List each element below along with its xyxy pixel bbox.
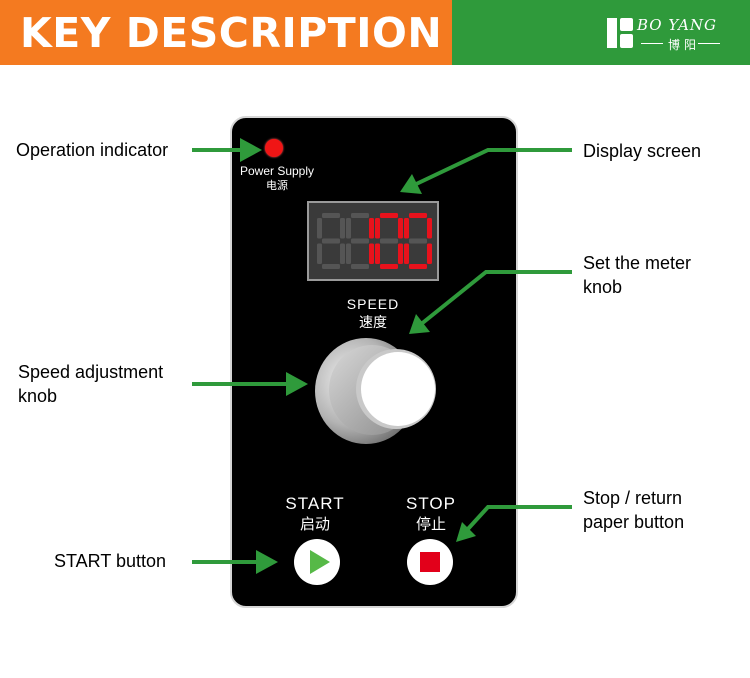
- display-segment: [404, 243, 409, 264]
- callout-line: knob: [583, 277, 623, 297]
- display-segment: [427, 218, 432, 239]
- display-segment: [409, 238, 427, 244]
- operation-indicator-led: [265, 139, 283, 157]
- start-button[interactable]: [294, 539, 340, 585]
- callout-stop-button: Stop / return paper button: [583, 486, 684, 534]
- display-segment: [427, 243, 432, 264]
- callout-line: paper button: [583, 512, 685, 532]
- display-segment: [380, 238, 398, 244]
- speed-label-cn: 速度: [359, 314, 387, 330]
- callout-line: knob: [18, 386, 58, 406]
- start-label-cn: 启动: [299, 516, 330, 533]
- display-segment: [409, 264, 427, 269]
- display-segment: [375, 218, 380, 239]
- power-supply-label-cn: 电源: [266, 180, 288, 192]
- display-segment: [369, 218, 374, 239]
- brand-name-cn: 博阳: [668, 38, 701, 52]
- display-segment: [322, 213, 340, 218]
- display-segment: [404, 218, 409, 239]
- callout-start-button: START button: [54, 551, 167, 571]
- display-digits: [317, 213, 432, 269]
- display-screen: [307, 201, 439, 281]
- display-segment: [317, 243, 322, 264]
- callout-line: Speed adjustment: [18, 362, 164, 382]
- stop-label-cn: 停止: [415, 516, 446, 533]
- display-segment: [380, 264, 398, 269]
- callout-operation-indicator: Operation indicator: [16, 140, 169, 160]
- brand-name: BO YANG: [637, 16, 718, 34]
- display-segment: [317, 218, 322, 239]
- brand-divider: [641, 43, 663, 44]
- header-banner-orange: [0, 0, 452, 65]
- callout-speed-adjustment-knob: Speed adjustment knob: [18, 360, 163, 408]
- display-segment: [346, 218, 351, 239]
- display-segment: [398, 218, 403, 239]
- header-banner-green: [452, 0, 750, 65]
- display-segment: [351, 213, 369, 218]
- stop-button[interactable]: [407, 539, 453, 585]
- display-segment: [340, 218, 345, 239]
- brand-logo-icon: [607, 18, 633, 48]
- speed-adjustment-knob[interactable]: [312, 334, 440, 446]
- display-segment: [380, 213, 398, 218]
- start-label: START: [285, 494, 345, 513]
- callout-line: Set the meter: [583, 253, 692, 273]
- display-segment: [340, 243, 345, 264]
- display-segment: [346, 243, 351, 264]
- callout-set-meter-knob: Set the meter knob: [583, 251, 691, 299]
- display-segment: [398, 243, 403, 264]
- callout-line: Stop / return: [583, 488, 683, 508]
- speed-label: SPEED: [346, 296, 400, 312]
- display-segment: [322, 264, 340, 269]
- display-segment: [375, 243, 380, 264]
- display-segment: [409, 213, 427, 218]
- brand-divider: [698, 43, 720, 44]
- callout-display-screen: Display screen: [583, 141, 702, 161]
- display-segment: [351, 238, 369, 244]
- play-icon: [310, 550, 330, 574]
- power-supply-label: Power Supply: [239, 164, 315, 178]
- page-title: KEY DESCRIPTION: [20, 9, 443, 57]
- display-segment: [351, 264, 369, 269]
- display-segment: [369, 243, 374, 264]
- stop-label: STOP: [406, 494, 456, 513]
- display-segment: [322, 238, 340, 244]
- stop-icon: [420, 552, 440, 572]
